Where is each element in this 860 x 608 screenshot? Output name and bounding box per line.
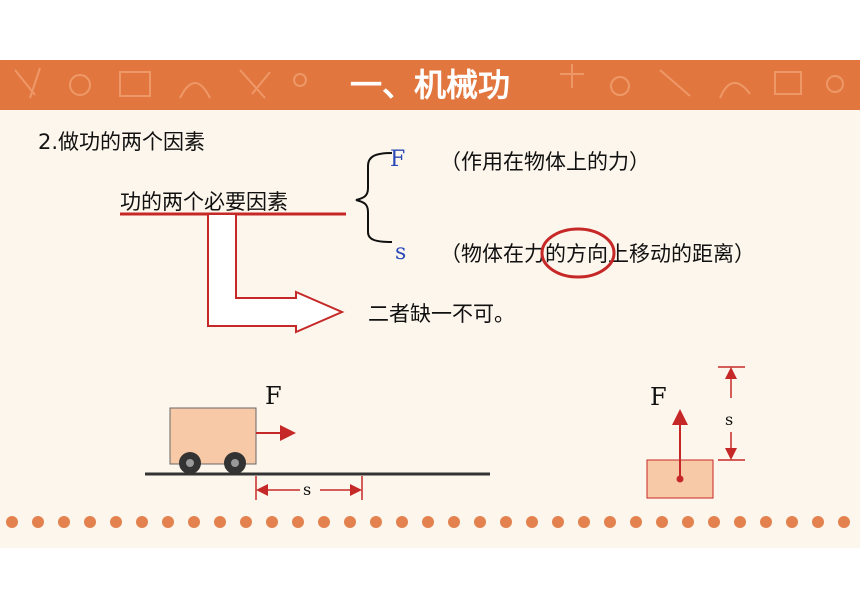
header-band [0, 60, 860, 110]
highlight-ellipse [540, 227, 616, 279]
force-symbol: F [390, 147, 406, 172]
conclusion-text: 二者缺一不可。 [368, 302, 515, 326]
header-doodle-pattern [14, 64, 844, 99]
curly-brace [355, 152, 393, 243]
outline-arrow [207, 213, 345, 334]
cart-distance-label: s [303, 480, 312, 499]
page-title: 一、机械功 [349, 66, 510, 104]
box-diagram [646, 366, 745, 499]
factors-label: 功的两个必要因素 [120, 190, 288, 214]
box-force-label: F [650, 383, 667, 411]
section-subtitle: 2.做功的两个因素 [38, 130, 206, 154]
distance-symbol: s [395, 240, 407, 265]
distance-description: （物体在力的方向上移动的距离） [440, 242, 755, 266]
cart-force-label: F [265, 382, 282, 410]
cart-diagram [145, 407, 490, 500]
force-description: （作用在物体上的力） [440, 150, 650, 174]
box-distance-label: s [725, 410, 734, 429]
slide-background [0, 60, 860, 548]
dotted-border [6, 516, 850, 528]
